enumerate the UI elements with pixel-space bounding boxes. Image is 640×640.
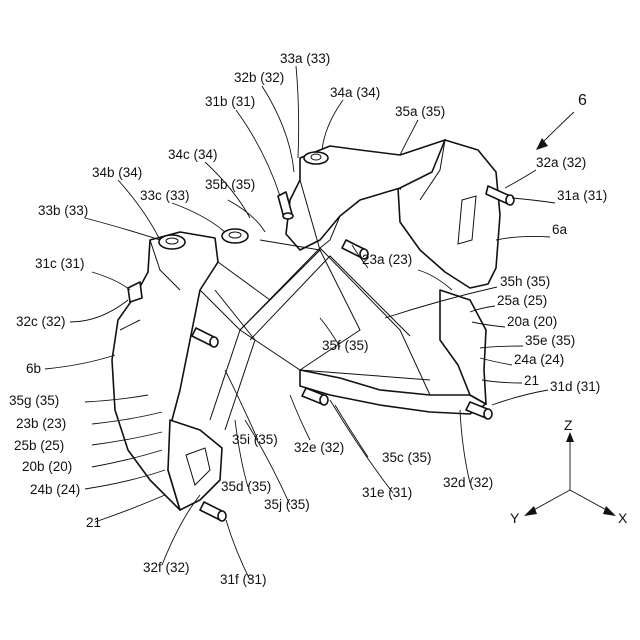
label-6b: 6b: [26, 361, 41, 376]
label-35h: 35h (35): [500, 274, 550, 289]
lower-left-foot: [168, 420, 222, 510]
label-33a: 33a (33): [280, 51, 330, 66]
arrow-head-icon: [536, 138, 548, 150]
label-31c: 31c (31): [35, 256, 85, 271]
label-34a: 34a (34): [330, 85, 380, 100]
label-33c: 33c (33): [140, 188, 190, 203]
label-32c: 32c (32): [16, 314, 66, 329]
label-33b: 33b (33): [38, 203, 88, 218]
label-32e: 32e (32): [294, 440, 344, 455]
label-32b: 32b (32): [234, 70, 284, 85]
label-35a: 35a (35): [395, 104, 445, 119]
label-34b: 34b (34): [92, 165, 142, 180]
label-31a: 31a (31): [557, 188, 607, 203]
lower-rail: [300, 370, 486, 414]
bolt-31f: [200, 502, 226, 521]
label-31b: 31b (31): [205, 94, 255, 109]
label-31d: 31d (31): [550, 379, 600, 394]
label-35b: 35b (35): [205, 177, 255, 192]
label-20b: 20b (20): [22, 459, 72, 474]
label-35f: 35f (35): [322, 338, 369, 353]
y-arrow-icon: [524, 506, 537, 516]
figure-number: 6: [578, 92, 587, 109]
label-34c: 34c (34): [168, 147, 218, 162]
label-35c: 35c (35): [382, 450, 432, 465]
bolt-32c: [192, 328, 218, 347]
x-arrow-icon: [603, 506, 616, 516]
label-31f: 31f (31): [220, 572, 267, 587]
label-35d: 35d (35): [221, 479, 271, 494]
label-32a: 32a (32): [536, 155, 586, 170]
label-24b: 24b (24): [30, 482, 80, 497]
label-25a: 25a (25): [497, 293, 547, 308]
reference-labels: 33a (33) 32b (32) 34a (34) 31b (31) 35a …: [9, 51, 607, 587]
label-21-right: 21: [524, 373, 539, 388]
z-arrow-icon: [566, 432, 574, 442]
label-6a: 6a: [552, 222, 568, 237]
label-32d: 32d (32): [443, 475, 493, 490]
axis-x-label: X: [618, 510, 628, 526]
figure-number-6: 6: [536, 92, 587, 150]
label-31e: 31e (31): [362, 485, 412, 500]
label-21-left: 21: [86, 515, 101, 530]
label-35j: 35j (35): [264, 497, 310, 512]
label-24a: 24a (24): [514, 352, 564, 367]
label-32f: 32f (32): [143, 560, 190, 575]
label-35g: 35g (35): [9, 393, 59, 408]
label-35e: 35e (35): [525, 333, 575, 348]
label-35i: 35i (35): [232, 432, 278, 447]
axis-triad: Z Y X: [510, 417, 628, 526]
bolt-31c: [128, 282, 142, 302]
label-23b: 23b (23): [16, 416, 66, 431]
label-23a: 23a (23): [362, 252, 412, 267]
label-20a: 20a (20): [507, 314, 557, 329]
label-25b: 25b (25): [14, 438, 64, 453]
axis-y-label: Y: [510, 510, 520, 526]
axis-z-label: Z: [564, 417, 573, 433]
